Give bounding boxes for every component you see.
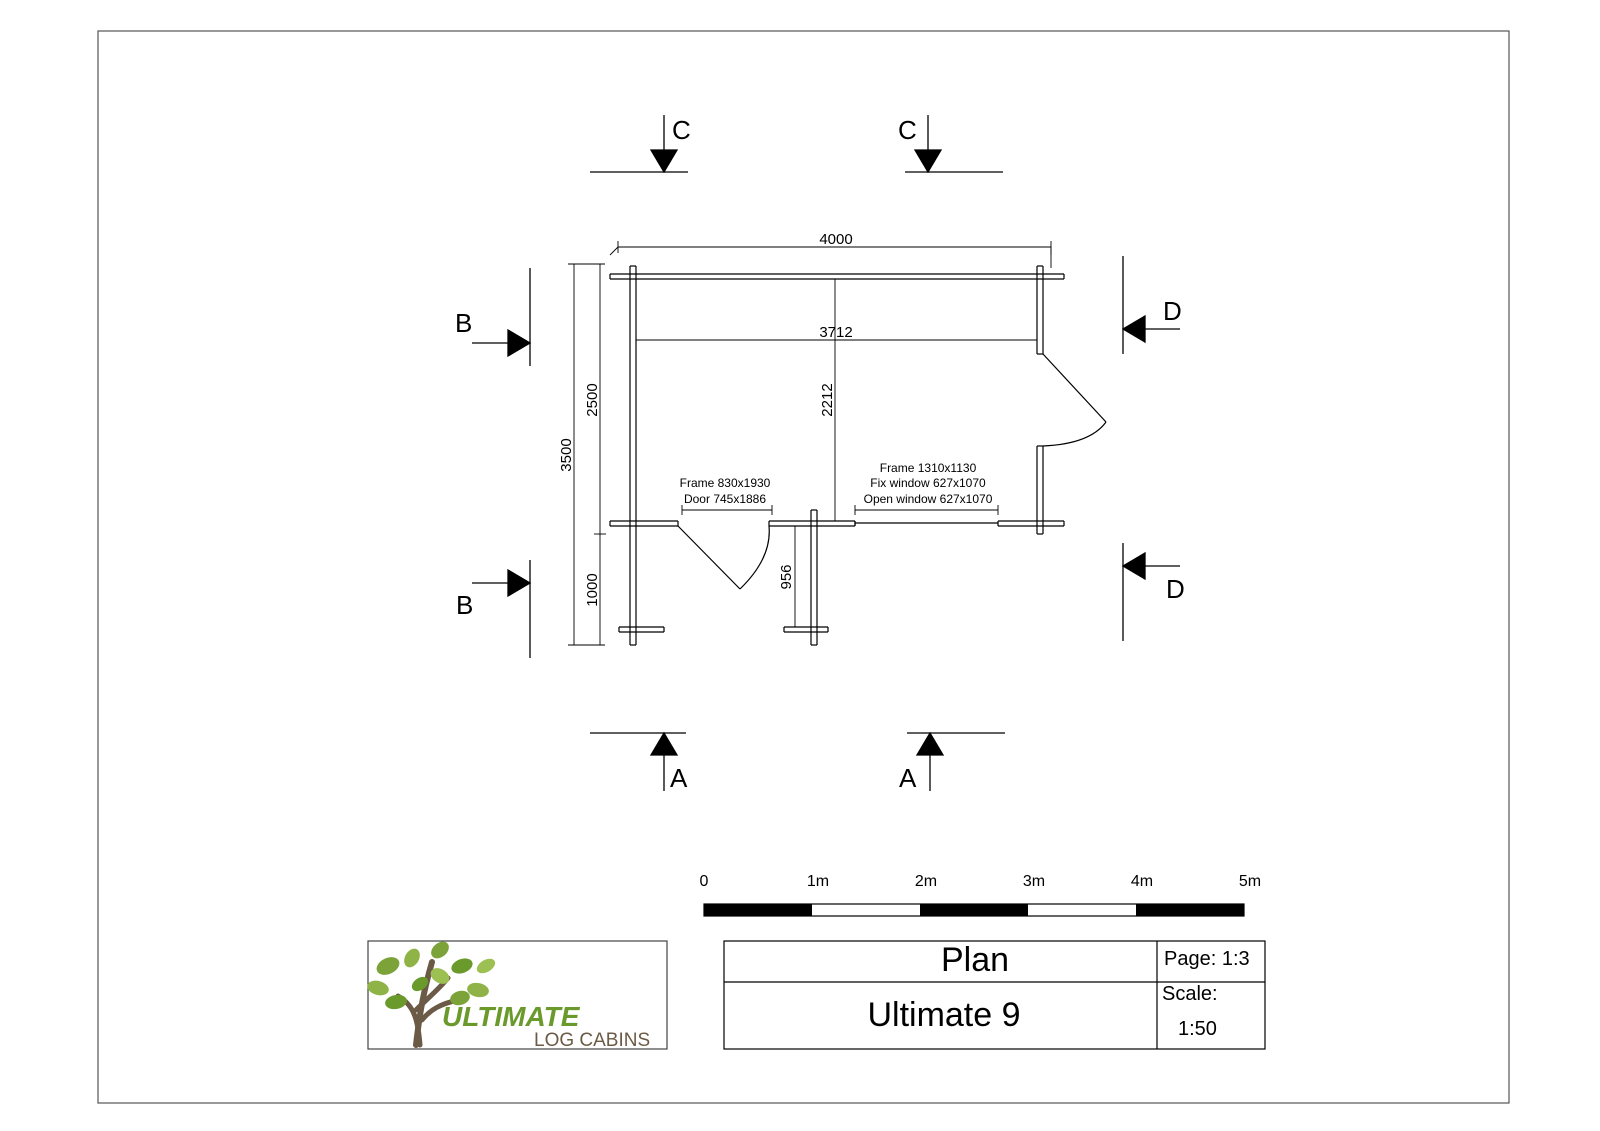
section-label-a-left: A	[670, 763, 688, 793]
title-scale-label: Scale:	[1162, 983, 1218, 1005]
section-label-a-right: A	[899, 763, 917, 793]
section-label-d-top: D	[1163, 296, 1182, 326]
section-markers	[472, 115, 1180, 791]
scale-segment	[920, 904, 1028, 916]
title-plan: Plan	[941, 941, 1009, 979]
note-door-frame: Frame 830x1930	[680, 476, 771, 490]
note-door-size: Door 745x1886	[684, 492, 766, 506]
floor-plan	[609, 265, 1107, 646]
section-label-c-right: C	[898, 115, 917, 145]
scale-tick-label: 0	[700, 873, 709, 890]
section-label-b-bottom: B	[456, 590, 473, 620]
dim-room-depth: 2500	[584, 383, 601, 416]
section-labels: C C B B D D A A	[455, 115, 1185, 793]
scale-segment	[1136, 904, 1244, 916]
title-page: Page: 1:3	[1164, 948, 1250, 970]
title-model: Ultimate 9	[867, 996, 1020, 1034]
note-fix-window: Fix window 627x1070	[870, 476, 986, 490]
sheet-border	[97, 30, 1510, 1104]
dim-inner-depth: 2212	[819, 383, 836, 416]
dim-canopy-depth: 1000	[584, 573, 601, 606]
tree-logo-icon	[367, 941, 496, 1048]
title-block	[723, 940, 1266, 1050]
dim-overall-width: 4000	[819, 231, 852, 248]
dimension-lines	[568, 241, 1052, 646]
scale-tick-label: 5m	[1239, 873, 1261, 890]
dimension-labels: 4000 3712 2212 3500 2500 1000 956	[558, 231, 853, 607]
scale-tick-label: 1m	[807, 873, 829, 890]
title-scale-value: 1:50	[1178, 1018, 1217, 1040]
scale-segment	[704, 904, 812, 916]
section-label-b-top: B	[455, 308, 472, 338]
scale-bar: 0 1m 2m 3m 4m 5m	[700, 873, 1261, 917]
logo-box: ULTIMATE LOG CABINS	[367, 940, 668, 1051]
scale-tick-label: 2m	[915, 873, 937, 890]
logo-brand: ULTIMATE	[442, 1001, 581, 1032]
dim-inner-width: 3712	[819, 324, 852, 341]
note-window-frame: Frame 1310x1130	[880, 461, 977, 475]
note-open-window: Open window 627x1070	[864, 492, 993, 506]
logo-tagline: LOG CABINS	[534, 1030, 650, 1051]
dim-overall-depth: 3500	[558, 438, 575, 471]
opening-notes: Frame 830x1930 Door 745x1886 Frame 1310x…	[680, 461, 993, 506]
section-label-d-bottom: D	[1166, 574, 1185, 604]
scale-tick-label: 3m	[1023, 873, 1045, 890]
section-label-c-left: C	[672, 115, 691, 145]
dim-canopy-post: 956	[778, 564, 795, 589]
scale-tick-label: 4m	[1131, 873, 1153, 890]
